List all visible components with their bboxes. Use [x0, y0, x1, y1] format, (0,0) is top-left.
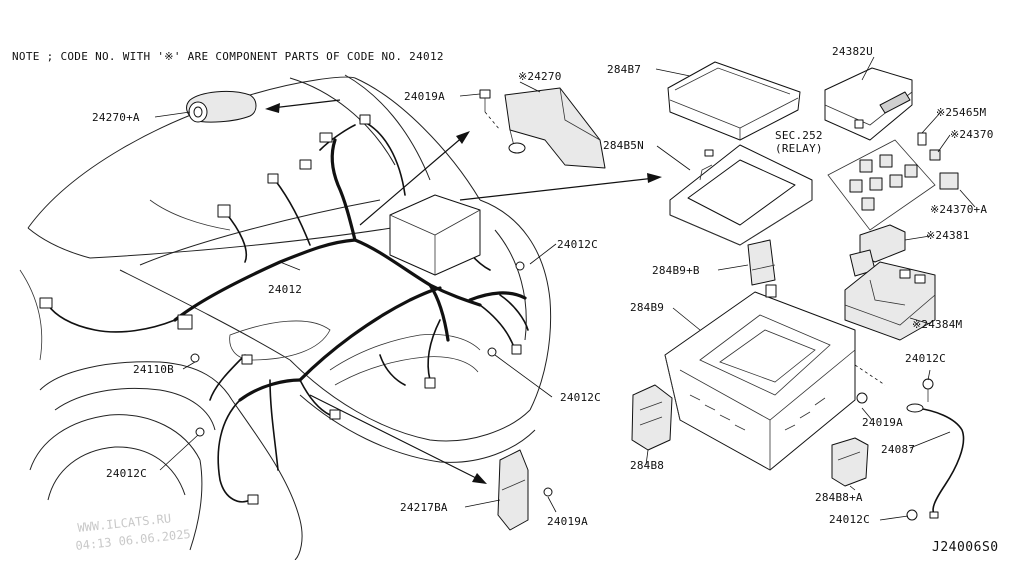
vehicle-body-outline [19, 74, 552, 561]
label-24087: 24087 [881, 443, 915, 456]
label-24270a: 24270+A [92, 111, 140, 124]
bracket-284b8 [631, 384, 673, 451]
bolts-right [856, 378, 934, 521]
label-24019a-top: 24019A [404, 90, 445, 103]
box-284b9 [664, 284, 886, 471]
leader-lines [154, 56, 976, 521]
note-text: NOTE ; CODE NO. WITH '※' ARE COMPONENT P… [12, 50, 444, 63]
label-24370a: ※24370+A [930, 203, 987, 216]
label-284b7: 284B7 [607, 63, 641, 76]
grommet-24270a [186, 90, 257, 123]
block-24381 [849, 224, 906, 277]
watermark: WWW.ILCATS.RU 04:13 06.06.2025 [75, 511, 191, 553]
label-284b8: 284B8 [630, 459, 664, 472]
label-24012c-upper: 24012C [557, 238, 598, 251]
label-24110b: 24110B [133, 363, 174, 376]
part-labels: 24270+A 24019A ※24270 284B7 24382U ※2546… [92, 45, 994, 528]
label-24012c-left: 24012C [106, 467, 147, 480]
box-24384m [844, 261, 936, 341]
label-24381: ※24381 [926, 229, 970, 242]
bracket-284b9b [747, 239, 776, 286]
label-284b5n: 284B5N [603, 139, 644, 152]
label-24012: 24012 [268, 283, 302, 296]
label-24370: ※24370 [950, 128, 994, 141]
frame-284b5n [669, 144, 813, 246]
label-24384m: ※24384M [912, 318, 963, 331]
label-relay: (RELAY) [775, 142, 823, 155]
label-284b9: 284B9 [630, 301, 664, 314]
label-24217ba: 24217BA [400, 501, 448, 514]
small-fuse-parts [917, 132, 959, 190]
label-24270: ※24270 [518, 70, 562, 83]
label-24019a-bottom: 24019A [547, 515, 588, 528]
label-24019a-mid: 24019A [862, 416, 903, 429]
label-24012c-bottom: 24012C [829, 513, 870, 526]
reference-arrows [265, 99, 662, 484]
bracket-284b8a [831, 437, 869, 487]
engine-bay-fuse-box [389, 194, 481, 276]
label-sec252: SEC.252 [775, 129, 823, 142]
bolts-car [190, 261, 525, 437]
diagram-code: J24006S0 [932, 540, 999, 555]
label-284b8a: 284B8+A [815, 491, 863, 504]
relay-group [827, 139, 936, 231]
label-25465m: ※25465M [936, 106, 987, 119]
cover-24382u [824, 67, 913, 141]
label-24012c-mid: 24012C [560, 391, 601, 404]
main-harness-24012 [39, 114, 529, 505]
label-284b9b: 284B9+B [652, 264, 700, 277]
label-24012c-right: 24012C [905, 352, 946, 365]
cover-284b7 [667, 61, 801, 141]
cable-24087 [906, 403, 965, 519]
label-24382u: 24382U [832, 45, 873, 58]
bracket-24217ba [497, 449, 553, 531]
bracket-24270 [479, 87, 606, 169]
